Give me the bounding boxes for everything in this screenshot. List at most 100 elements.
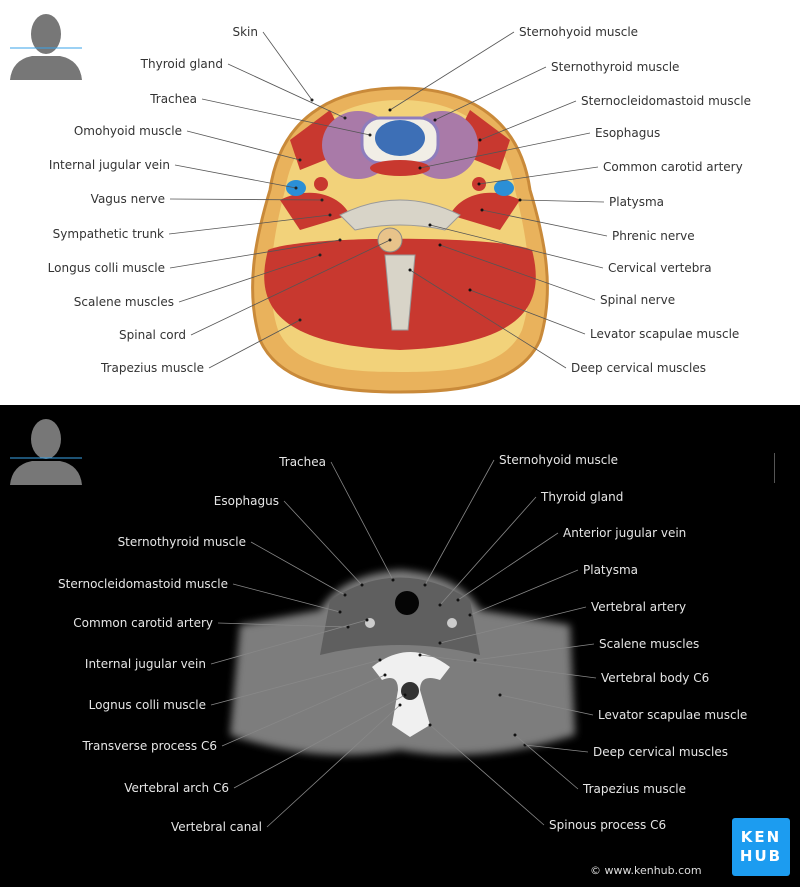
leader-dot <box>310 98 314 102</box>
leader-line <box>424 459 495 586</box>
leader-dot <box>318 253 322 257</box>
leader-dot <box>477 182 481 186</box>
label-trapezius-muscle: Trapezius muscle <box>583 782 687 796</box>
leader-dot <box>418 653 422 657</box>
ct-scan-image <box>230 570 575 755</box>
label-trachea: Trachea <box>279 455 326 469</box>
copyright: © www.kenhub.com <box>590 864 702 877</box>
label-skin: Skin <box>232 25 258 39</box>
leader-dot <box>438 641 442 645</box>
leader-line <box>227 63 346 119</box>
leader-dot <box>438 603 442 607</box>
leader-line <box>208 319 301 369</box>
label-deep-cervical-muscles: Deep cervical muscles <box>571 361 706 375</box>
head-orientation-icon <box>10 419 82 485</box>
leader-line <box>233 694 406 789</box>
leader-dot <box>456 598 460 602</box>
leader-line <box>178 254 321 303</box>
leader-lines <box>210 459 597 828</box>
leader-dot <box>383 673 387 677</box>
label-scalene-muscles: Scalene muscles <box>599 637 700 651</box>
leader-dot <box>418 166 422 170</box>
leader-dot <box>478 138 482 142</box>
leader-dot <box>391 578 395 582</box>
leader-dot <box>320 198 324 202</box>
leader-line <box>439 606 587 644</box>
label-spinal-cord: Spinal cord <box>119 328 186 342</box>
leader-dot <box>518 198 522 202</box>
leader-line <box>469 569 579 616</box>
leader-line <box>330 461 394 581</box>
leader-dot <box>433 118 437 122</box>
label-sternohyoid-muscle: Sternohyoid muscle <box>519 25 639 39</box>
label-internal-jugular-vein: Internal jugular vein <box>84 657 206 671</box>
label-sternothyroid-muscle: Sternothyroid muscle <box>117 535 246 549</box>
leader-line <box>429 724 545 826</box>
label-spinal-nerve: Spinal nerve <box>600 293 676 307</box>
label-levator-scapulae-muscle: Levator scapulae muscle <box>598 708 748 722</box>
leader-line <box>457 532 559 601</box>
label-esophagus: Esophagus <box>213 494 279 508</box>
label-cervical-vertebra: Cervical vertebra <box>608 261 712 275</box>
leader-line <box>232 583 341 613</box>
leader-line <box>519 199 605 203</box>
logo-line1: KEN <box>740 828 782 846</box>
leader-dot <box>513 733 517 737</box>
leader-line <box>434 66 547 121</box>
leader-line <box>283 500 363 586</box>
label-scalene-muscles: Scalene muscles <box>73 295 174 309</box>
leader-dot <box>498 693 502 697</box>
leader-dot <box>368 133 372 137</box>
leader-dot <box>480 208 484 212</box>
leader-line <box>210 619 368 665</box>
label-trachea: Trachea <box>150 92 197 106</box>
leader-line <box>190 239 391 336</box>
label-sternohyoid-muscle: Sternohyoid muscle <box>499 453 619 467</box>
label-vagus-nerve: Vagus nerve <box>90 192 165 206</box>
label-levator-scapulae-muscle: Levator scapulae muscle <box>590 327 740 341</box>
leader-line <box>174 164 297 189</box>
leader-dot <box>343 116 347 120</box>
divider <box>774 453 775 483</box>
leader-line <box>524 744 589 753</box>
leader-dot <box>423 583 427 587</box>
leader-line <box>409 269 567 369</box>
leader-dot <box>338 610 342 614</box>
label-deep-cervical-muscles: Deep cervical muscles <box>593 745 728 759</box>
leader-dot <box>338 238 342 242</box>
label-spinous-process-c6: Spinous process C6 <box>549 818 667 832</box>
leader-line <box>514 734 579 790</box>
leader-line <box>479 100 577 141</box>
label-sternothyroid-muscle: Sternothyroid muscle <box>551 60 680 74</box>
leader-line <box>168 214 331 235</box>
leader-line <box>169 198 323 201</box>
leader-line <box>389 31 515 111</box>
label-internal-jugular-vein: Internal jugular vein <box>48 158 170 172</box>
leader-dot <box>298 158 302 162</box>
leader-dot <box>378 658 382 662</box>
leader-line <box>478 166 599 185</box>
label-common-carotid-artery: Common carotid artery <box>73 616 213 630</box>
leader-line <box>221 674 386 747</box>
leader-line <box>419 654 597 679</box>
leader-dot <box>428 723 432 727</box>
label-vertebral-canal: Vertebral canal <box>171 820 262 834</box>
leader-line <box>439 496 537 606</box>
label-trapezius-muscle: Trapezius muscle <box>100 361 204 375</box>
leader-lines <box>168 31 608 369</box>
leader-dot <box>468 288 472 292</box>
leader-line <box>201 98 371 136</box>
leader-dot <box>473 658 477 662</box>
label-anterior-jugular-vein: Anterior jugular vein <box>563 526 687 540</box>
leader-line <box>250 541 346 596</box>
leader-dot <box>388 108 392 112</box>
leader-line <box>469 289 586 335</box>
leader-line <box>481 209 608 237</box>
leader-line <box>419 132 591 169</box>
label-longus-colli-muscle: Longus colli muscle <box>47 261 165 275</box>
leader-line <box>474 643 595 661</box>
label-sympathetic-trunk: Sympathetic trunk <box>52 227 164 241</box>
leader-dot <box>398 703 402 707</box>
